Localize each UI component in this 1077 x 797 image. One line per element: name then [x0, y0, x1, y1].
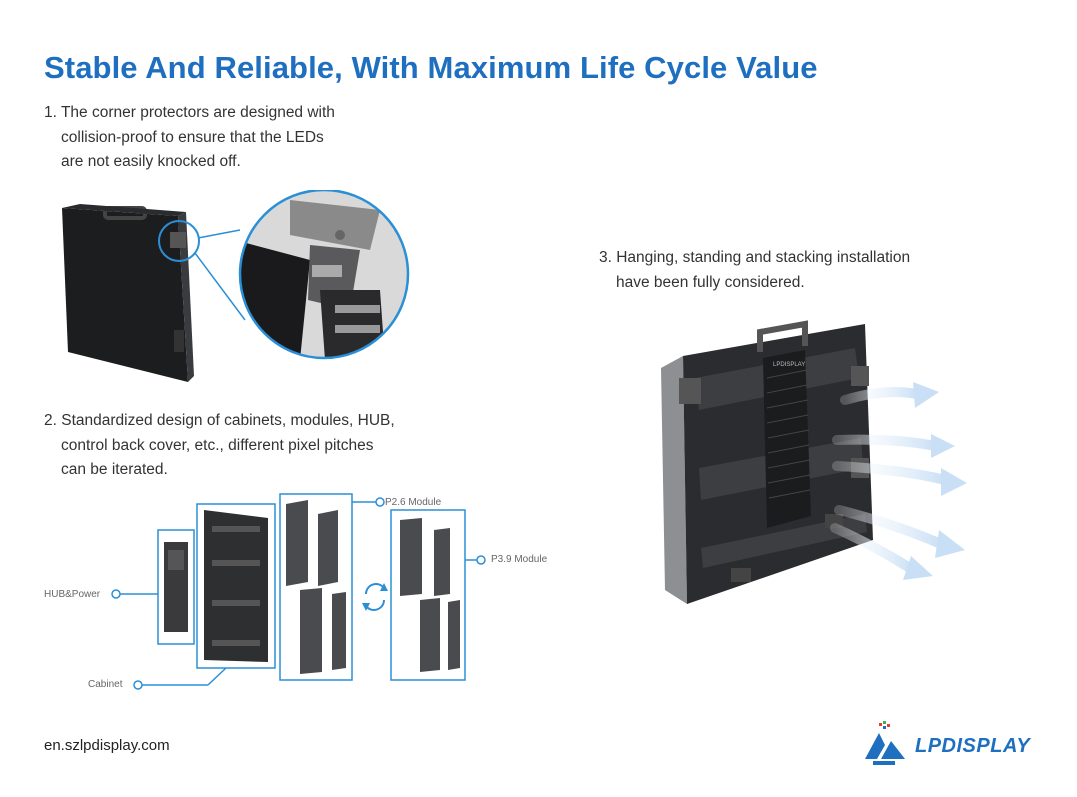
- feature-1-line-2: collision-proof to ensure that the LEDs: [61, 128, 324, 146]
- page-title: Stable And Reliable, With Maximum Life C…: [44, 50, 818, 85]
- zoom-source-circle: [158, 220, 200, 262]
- lpdisplay-logo-text: LPDISPLAY: [915, 735, 1031, 757]
- feature-3-text: 3. Hanging, standing and stacking instal…: [599, 246, 910, 295]
- label-hub-power: HUB&Power: [44, 589, 101, 600]
- lpdisplay-logo-icon: [865, 721, 905, 765]
- top-handle: [757, 320, 808, 352]
- cabinet-back-illustration: LPDISPLAY: [661, 320, 967, 604]
- feature-1-text: 1. The corner protectors are designed wi…: [44, 101, 335, 175]
- label-p26-module: P2.6 Module: [385, 497, 442, 508]
- swap-icon: [362, 583, 388, 611]
- cabinet-callout-dot: [133, 680, 143, 690]
- website-url: en.szlpdisplay.com: [44, 737, 170, 754]
- feature-3-line-1: 3. Hanging, standing and stacking instal…: [599, 249, 911, 266]
- feature-3-line-2: have been fully considered.: [616, 273, 805, 291]
- p26-module-box: [279, 493, 353, 681]
- hub-callout-dot: [111, 589, 121, 599]
- p26-callout-dot: [375, 497, 385, 507]
- heat-sink: [763, 350, 811, 528]
- feature-1-line-1: 1. The corner protectors are designed wi…: [44, 104, 335, 121]
- label-cabinet: Cabinet: [88, 679, 123, 690]
- zoom-circle-outline: [238, 190, 410, 360]
- hub-box: [157, 529, 195, 645]
- feature-1-line-3: are not easily knocked off.: [61, 153, 241, 170]
- p39-callout-dot: [476, 555, 486, 565]
- cabinet-front-panel: [62, 208, 188, 382]
- label-p39-module: P3.9 Module: [491, 554, 548, 565]
- corner-protector-illustration: [62, 190, 410, 382]
- p39-module-box: [390, 509, 466, 681]
- airflow-arrows: [830, 382, 967, 580]
- feature-2-line-1: 2. Standardized design of cabinets, modu…: [44, 412, 395, 429]
- cabinet-brand-mark: LPDISPLAY: [773, 362, 805, 368]
- exploded-diagram: [111, 493, 478, 690]
- feature-2-line-3: can be iterated.: [61, 461, 168, 478]
- corner-protector: [170, 232, 186, 248]
- feature-2-text: 2. Standardized design of cabinets, modu…: [44, 409, 395, 483]
- cabinet-box: [196, 503, 276, 669]
- feature-2-line-2: control back cover, etc., different pixe…: [61, 436, 374, 454]
